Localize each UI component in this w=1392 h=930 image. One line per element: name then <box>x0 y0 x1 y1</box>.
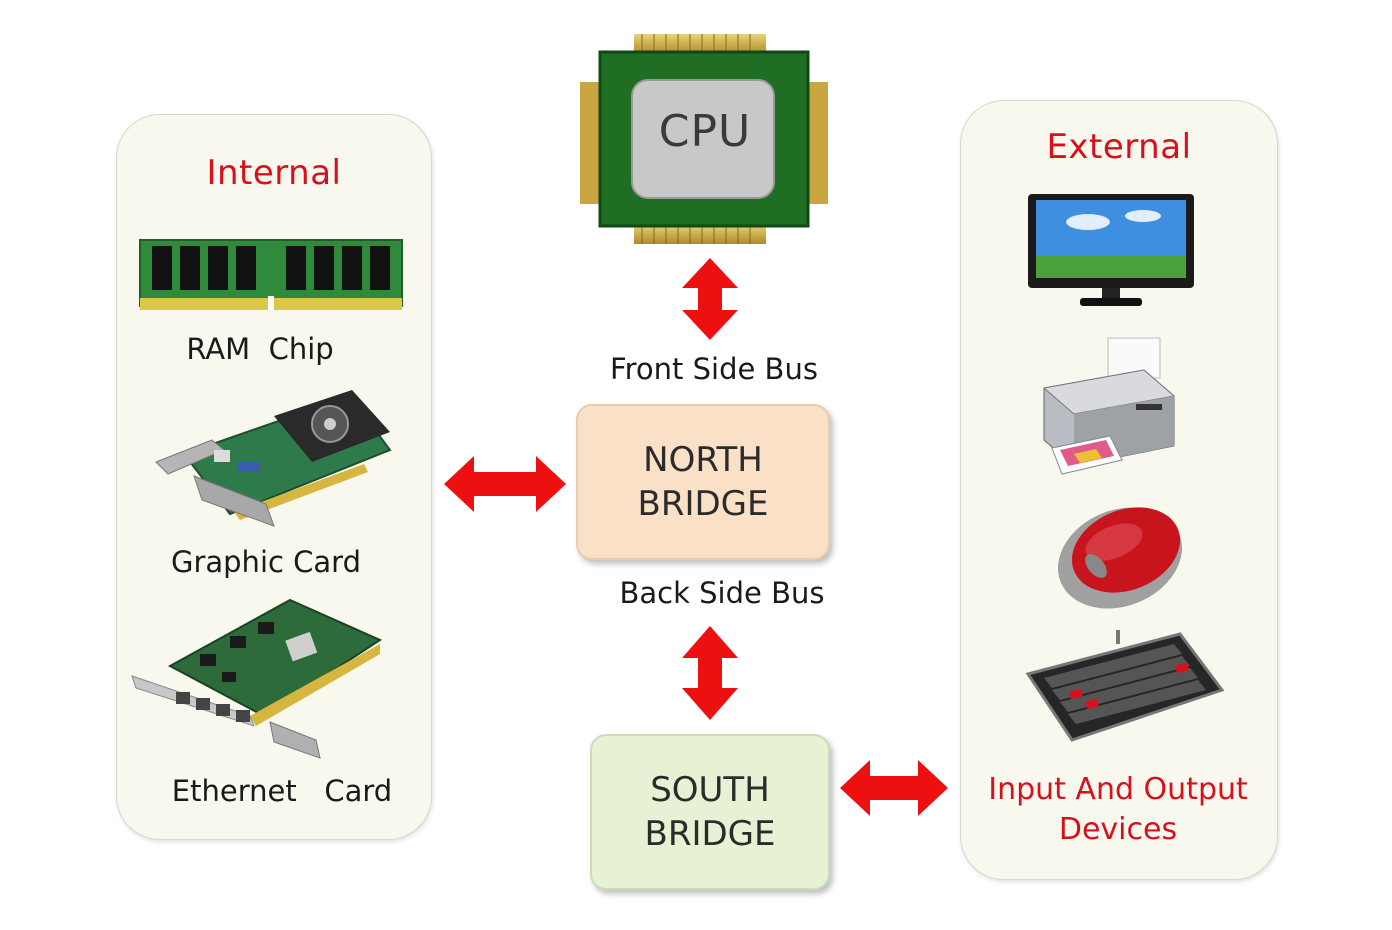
south-bridge-box: SOUTH BRIDGE <box>590 734 830 890</box>
ram-chip-label: RAM Chip <box>186 332 334 366</box>
cpu-label: CPU <box>658 106 752 157</box>
io-bus-arrow-icon <box>840 760 948 816</box>
ethernet-card-icon <box>131 598 383 759</box>
back-side-bus-label: Back Side Bus <box>619 576 825 610</box>
keyboard-icon <box>1025 630 1225 742</box>
external-title: External <box>1046 127 1192 167</box>
internal-bus-arrow-icon <box>444 456 566 512</box>
monitor-icon <box>1028 194 1194 306</box>
io-devices-caption-line2: Devices <box>1058 812 1178 847</box>
north-bridge-box: NORTH BRIDGE <box>576 404 830 560</box>
front-side-bus-label: Front Side Bus <box>610 352 818 386</box>
north-bridge-line2: BRIDGE <box>637 484 769 524</box>
printer-icon <box>1042 337 1176 475</box>
north-bridge-line1: NORTH <box>643 440 763 480</box>
south-bridge-line1: SOUTH <box>650 770 770 810</box>
cpu-chip-icon <box>580 34 828 244</box>
south-bridge-line2: BRIDGE <box>644 814 776 854</box>
ram-chip-icon <box>139 239 403 310</box>
mouse-icon <box>1057 507 1183 609</box>
internal-title: Internal <box>206 153 342 193</box>
ethernet-card-label: Ethernet Card <box>171 774 393 808</box>
io-devices-caption-line1: Input And Output <box>988 772 1248 807</box>
graphic-card-label: Graphic Card <box>170 545 361 579</box>
graphic-card-icon <box>155 390 392 527</box>
back-bus-arrow-icon <box>682 626 738 720</box>
front-bus-arrow-icon <box>682 258 738 340</box>
io-devices-caption: Input And Output Devices <box>960 770 1276 850</box>
